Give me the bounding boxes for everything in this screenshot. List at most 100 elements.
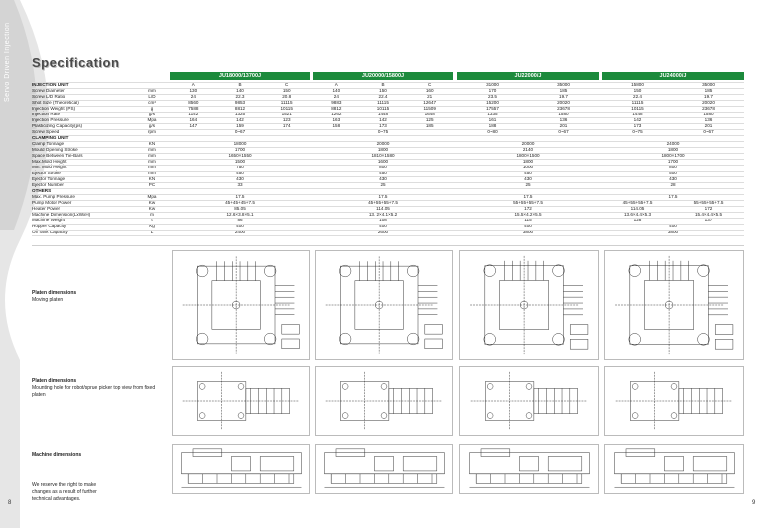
value-cell: 2400 [234,229,246,235]
value-row: 45+45+45+7.5 [170,200,310,206]
value-row: 450 [457,170,599,176]
variant-label: 35000 [557,82,570,87]
value-row: 430 [313,176,453,182]
row-rule [32,211,744,213]
spec-unit: KN [148,140,156,146]
value-row: 400 [313,223,453,229]
value-cell: 17.5 [378,193,388,199]
value-cell: 160 [425,87,434,93]
value-row: 0~67 [170,129,310,135]
variant-label: C [285,82,289,87]
value-row: 17.5 [457,194,599,200]
spec-unit: Mpa [147,193,157,199]
value-cell: 85.05 [234,205,246,211]
value-cell: 10115 [280,105,293,111]
spec-label: Screw Diameter [32,87,65,93]
value-cell: 1325 [234,111,246,117]
value-cell: 9883 [331,99,342,105]
spec-label: Max.Mold Height [32,158,67,164]
value-cell: 10115 [376,105,390,111]
value-cell: 86 [237,217,243,223]
value-row: 1800 [313,147,453,153]
spec-label: Plasticizing Capacity(ps) [32,123,83,129]
spec-unit: m [150,211,154,217]
value-row: 20000 [457,141,599,147]
variant-label: C [428,82,432,87]
spec-unit: mm [148,146,156,152]
spec-label: Ejector Number [32,182,64,188]
value-row: 1700 [602,159,744,165]
value-cell: 185 [425,123,434,129]
value-row: 750 [170,164,310,170]
spec-label: Space Between Tie-Bars [32,152,83,158]
value-cell: 55+55+55+7.5 [513,199,543,205]
variant-label: B [238,82,242,87]
value-cell: 20.8 [282,93,292,99]
variant-label: 35000 [702,82,715,87]
value-cell: 800 [669,164,677,170]
value-row: 3800 [602,229,744,235]
value-cell: 450 [379,170,387,176]
value-cell: 13.6×4.4×5.3 [623,211,652,217]
page-number-left: 8 [8,500,12,506]
value-cell: 13. 2×4.1×5.2 [368,211,398,217]
caption-title: Platen dimensions [32,378,77,384]
value-row: 1810×1580 [313,153,453,159]
value-cell: 8812 [234,105,246,111]
fixed-platen-drawing-2 [315,366,453,436]
row-rule [32,182,744,184]
value-cell: 140 [332,87,341,93]
value-cell: 0~67 [558,129,569,135]
value-cell: 170 [488,87,497,93]
value-row: 20000 [313,141,453,147]
row-rule [32,164,744,166]
value-cell: 7588 [188,105,199,111]
value-cell: 150 [633,87,642,93]
value-cell: 142 [379,117,387,123]
value-cell: 12.6×3.8×5.1 [226,211,254,217]
caption-title: Machine dimensions [32,452,82,458]
value-row: 45+55+55+7.5 [313,200,453,206]
value-cell: 142 [236,117,244,123]
value-cell: 17557 [486,105,499,111]
value-cell: 19.7 [704,93,713,99]
value-row: 15.5×4.2×5.5 [457,212,599,218]
value-cell: 108 [379,217,387,223]
value-row: 25 [313,182,453,188]
value-cell: 1700 [667,158,679,164]
value-row: 1800 [602,147,744,153]
value-cell: 123 [282,117,291,123]
value-row: 85.05 [170,206,310,212]
value-cell: 136 [704,117,713,123]
row-rule [32,93,744,95]
spec-label: Machine Dimension(LxWxH) [32,211,91,217]
value-row: 7588 8812 10115 [170,106,310,112]
value-row: 2140 [457,147,599,153]
value-cell: 1800 [667,146,679,152]
value-cell: 1000 [522,164,534,170]
value-cell: 430 [379,176,387,182]
caption-sub: Mounting hole for robot/sprue picker top… [32,385,156,398]
value-cell: 1500 [234,158,246,164]
value-cell: 137 [704,217,713,223]
value-cell: 21 [427,93,433,99]
value-cell: 1648 [424,111,435,117]
spec-unit: L/D [148,93,156,99]
value-cell: 15.4×4.4×5.5 [694,211,723,217]
spec-unit: Kw [148,199,156,205]
value-cell: 172 [524,205,532,211]
value-cell: 750 [236,164,244,170]
row-rule [32,205,744,207]
